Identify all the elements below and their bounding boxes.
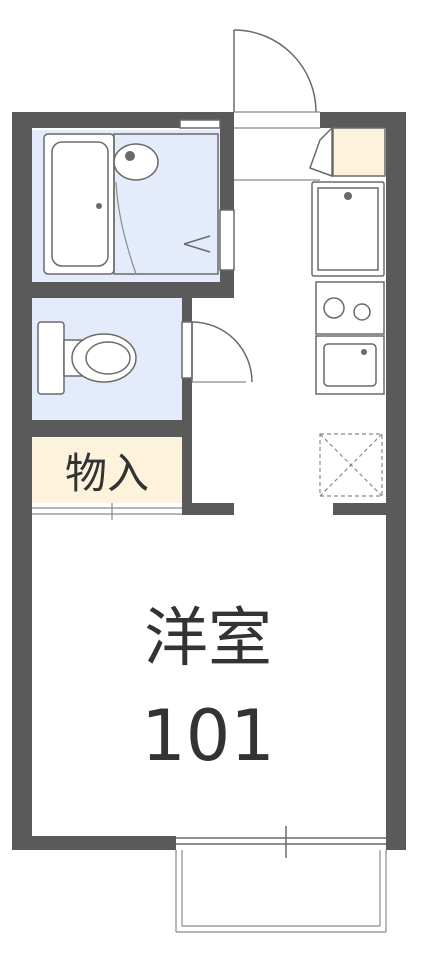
stove bbox=[315, 281, 385, 335]
storage-closet bbox=[32, 437, 182, 503]
washing-machine-space bbox=[319, 433, 383, 497]
bathroom-door bbox=[219, 209, 235, 271]
main-room-label: 洋室 bbox=[144, 602, 272, 676]
window bbox=[176, 826, 386, 858]
storage-door bbox=[32, 503, 182, 520]
entrance-door bbox=[233, 29, 320, 129]
storage-label: 物入 bbox=[65, 449, 149, 498]
room-number: 101 bbox=[141, 695, 275, 777]
bath-vent-icon bbox=[179, 119, 221, 129]
balcony bbox=[175, 850, 387, 933]
kitchen-shelf bbox=[333, 128, 385, 176]
toilet-door bbox=[181, 321, 253, 383]
wash-basin bbox=[113, 133, 219, 275]
kitchen-sink bbox=[315, 335, 385, 395]
refrigerator-space bbox=[311, 181, 385, 277]
bathtub bbox=[43, 133, 115, 275]
toilet bbox=[37, 321, 137, 395]
shoe-shelf bbox=[309, 126, 386, 178]
